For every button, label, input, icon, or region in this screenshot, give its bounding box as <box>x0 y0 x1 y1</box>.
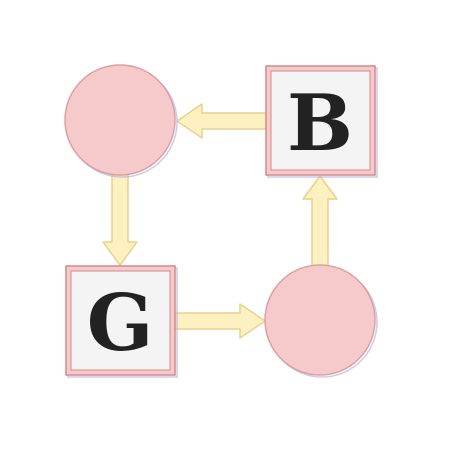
node-g-label: G <box>87 278 154 369</box>
node-g-square: G <box>65 265 178 378</box>
node-b-square: B <box>265 65 378 178</box>
node-bottom-right-circle <box>264 264 378 378</box>
arrow-b-to-top-left-circle <box>176 103 268 139</box>
arrow-g-to-bottom-right-circle <box>174 303 266 339</box>
node-b-label: B <box>287 78 353 169</box>
arrow-bottom-right-circle-to-b <box>302 175 338 267</box>
node-top-left-circle <box>64 64 178 178</box>
arrow-top-left-circle-to-g <box>102 174 138 266</box>
